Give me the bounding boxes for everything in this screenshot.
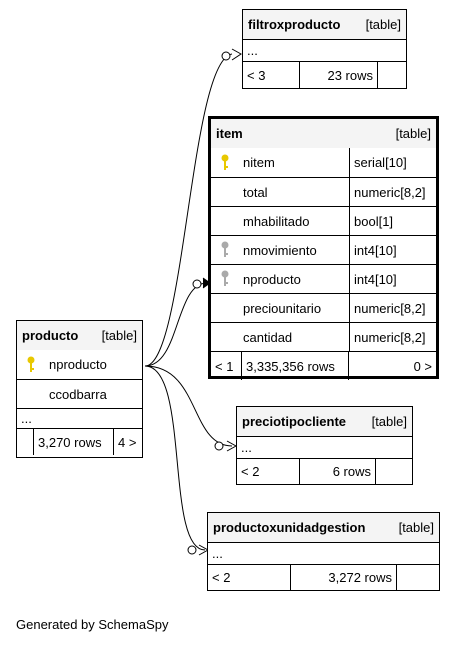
parent-count: < 1 [215,358,234,374]
ellipsis: ... [21,411,32,426]
child-count [375,459,412,484]
parent-count [17,429,33,455]
table-header: producto [table] [17,321,142,350]
table-filtroxproducto[interactable]: filtroxproducto [table] ... < 3 23 rows [242,9,407,89]
ellipsis: ... [247,43,258,58]
column-type: numeric[8,2] [349,323,436,351]
table-footer-row: < 1 3,335,356 rows 0 > [211,351,436,380]
column-row: preciounitario numeric[8,2] [211,293,436,322]
column-row: cantidad numeric[8,2] [211,322,436,351]
footer-text: Generated by SchemaSpy [16,617,169,632]
table-type: [table] [371,414,407,429]
column-row: nitem serial[10] [211,148,436,177]
more-columns-row: ... [208,542,439,564]
column-name: ccodbarra [49,386,107,402]
table-name: preciotipocliente [242,414,347,429]
table-preciotipocliente[interactable]: preciotipocliente [table] ... < 2 6 rows [236,406,413,485]
column-name: cantidad [243,329,293,345]
ellipsis: ... [212,546,223,561]
table-header: item [table] [211,119,436,148]
parent-count: < 2 [212,570,231,585]
more-columns-row: ... [243,39,406,61]
column-row: ccodbarra [17,379,142,408]
table-type: [table] [398,520,434,535]
table-productoxunidadgestion[interactable]: productoxunidadgestion [table] ... < 2 3… [207,512,440,591]
column-name: total [243,184,268,200]
column-name: nitem [243,155,275,170]
table-type: [table] [365,17,401,32]
row-count: 23 rows [299,62,377,88]
column-type: numeric[8,2] [349,178,436,206]
column-type: bool[1] [349,207,436,235]
child-count: 4 > [113,429,142,455]
blank-icon [211,294,239,322]
table-name: filtroxproducto [248,17,341,32]
row-count: 6 rows [299,459,375,484]
table-header: productoxunidadgestion [table] [208,513,439,542]
column-row: nproducto int4[10] [211,264,436,293]
more-columns-row: ... [17,408,142,428]
table-type: [table] [101,328,137,343]
primary-key-icon [17,350,45,379]
column-name: nproducto [243,271,301,287]
row-count: 3,335,356 rows [241,352,348,380]
column-type: int4[10] [349,236,436,264]
table-footer-row: 3,270 rows 4 > [17,428,142,455]
column-name: nproducto [49,357,107,372]
table-header: filtroxproducto [table] [243,10,406,39]
column-type: int4[10] [349,265,436,293]
table-header: preciotipocliente [table] [237,407,412,436]
column-row: nmovimiento int4[10] [211,235,436,264]
column-type: serial[10] [349,148,436,177]
parent-count: < 2 [241,464,260,479]
table-type: [table] [395,126,431,141]
blank-icon [211,323,239,351]
column-row: nproducto [17,350,142,379]
blank-icon [17,380,45,408]
row-count: 3,272 rows [290,565,396,590]
parent-count: < 3 [247,67,266,83]
table-name: productoxunidadgestion [213,520,366,535]
column-type: numeric[8,2] [349,294,436,322]
foreign-key-icon [211,236,239,264]
row-count: 3,270 rows [33,429,113,455]
column-name: preciounitario [243,300,322,316]
table-name: item [216,126,243,141]
column-name: nmovimiento [243,242,317,258]
primary-key-icon [211,148,239,177]
child-count: 0 > [348,352,436,380]
table-footer-row: < 2 6 rows [237,458,412,484]
column-row: mhabilitado bool[1] [211,206,436,235]
blank-icon [211,178,239,206]
child-count [396,565,439,590]
table-item[interactable]: item [table] nitem serial[10] total numeric… [208,116,439,380]
foreign-key-icon [211,265,239,293]
column-name: mhabilitado [243,213,310,229]
child-count [377,62,406,88]
table-footer-row: < 2 3,272 rows [208,564,439,590]
more-columns-row: ... [237,436,412,458]
blank-icon [211,207,239,235]
column-row: total numeric[8,2] [211,177,436,206]
ellipsis: ... [241,440,252,455]
table-footer-row: < 3 23 rows [243,61,406,88]
table-name: producto [22,328,79,343]
